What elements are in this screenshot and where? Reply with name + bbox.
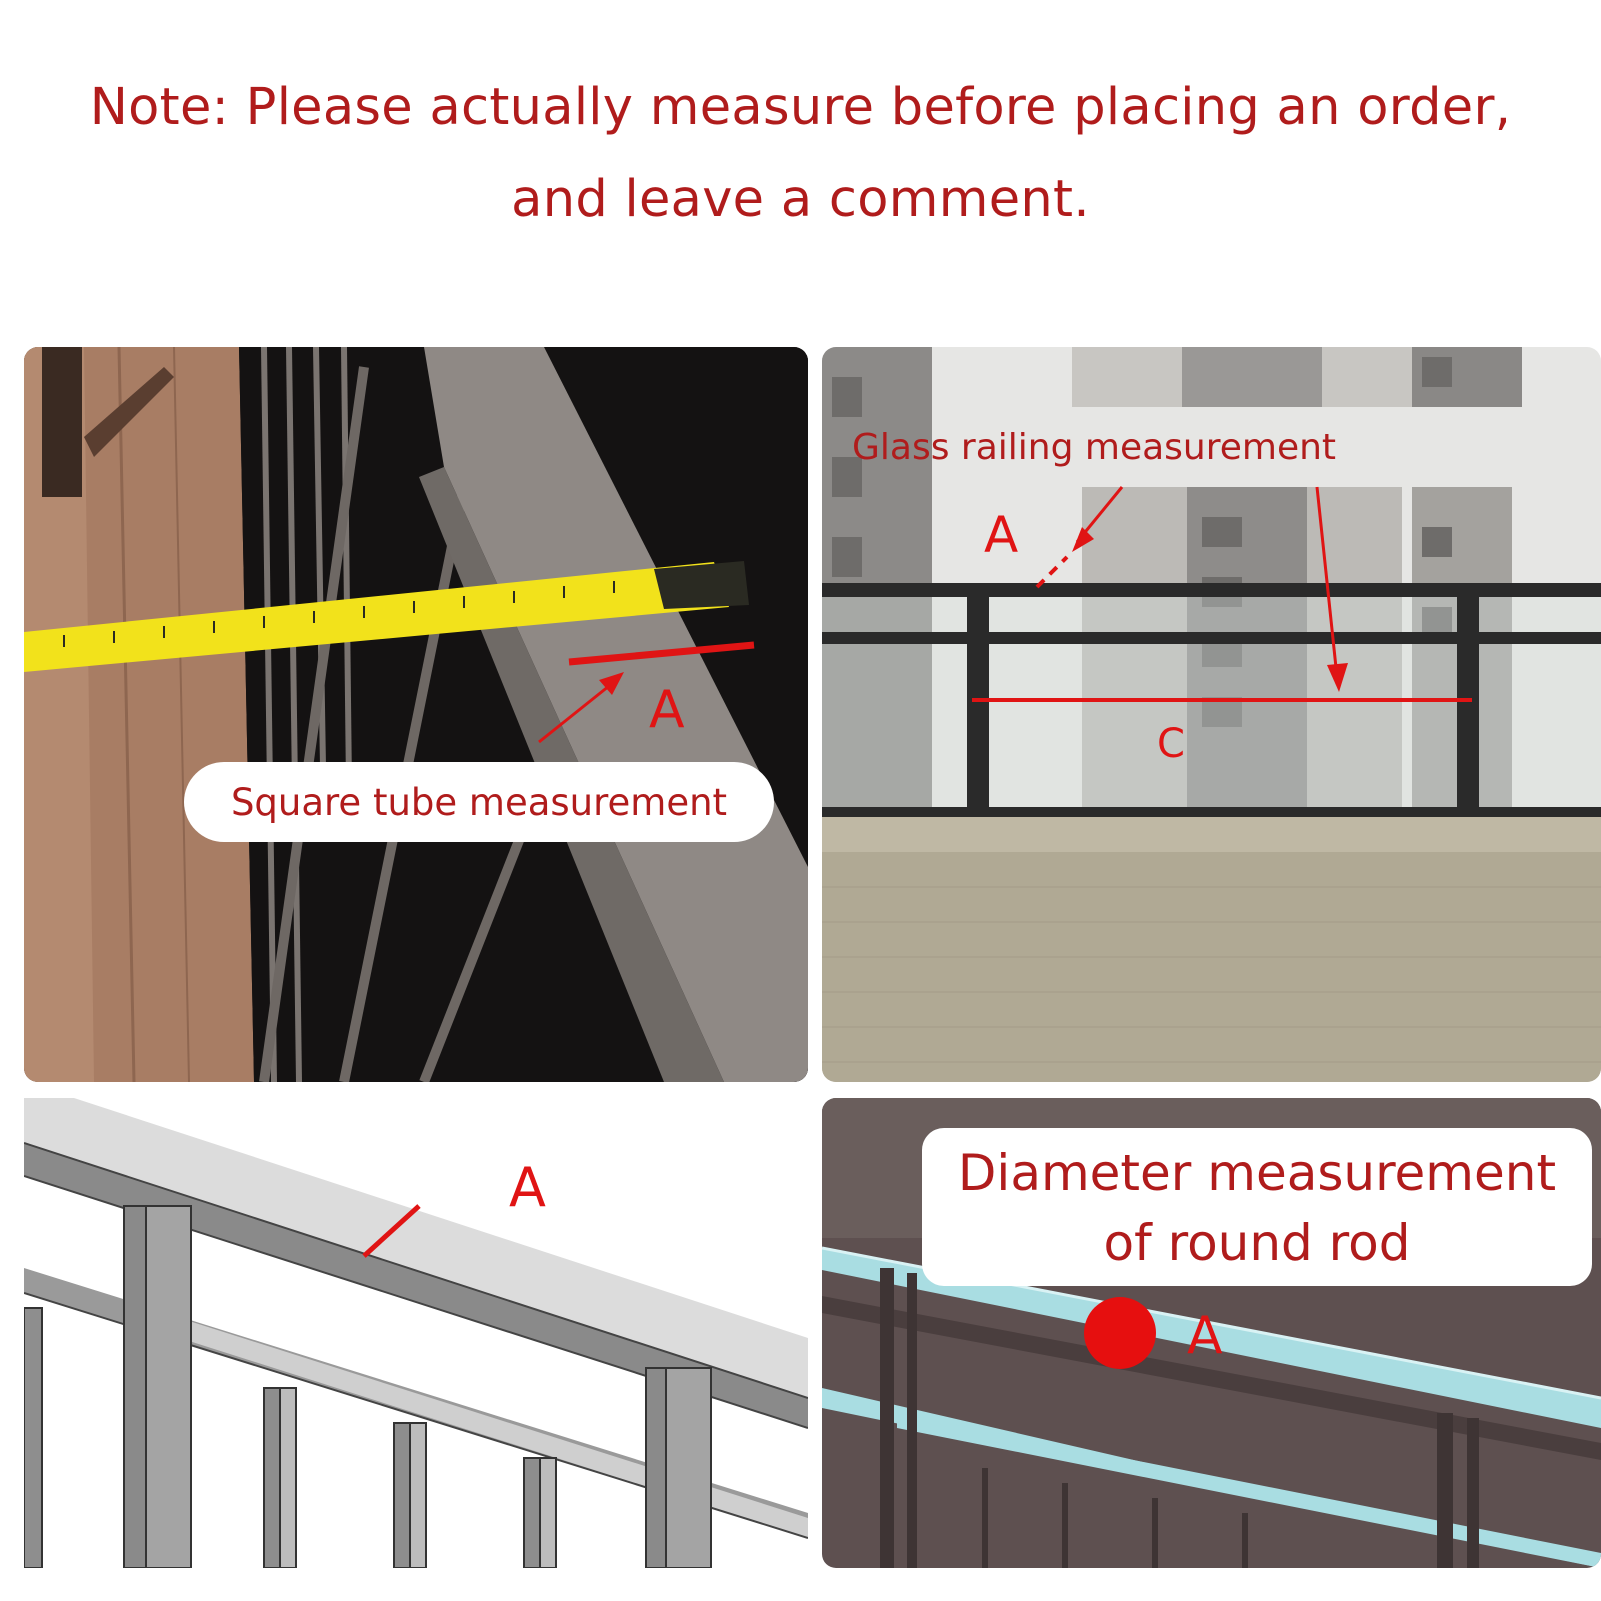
- order-note-line1: Note: Please actually measure before pla…: [89, 78, 1512, 137]
- order-note-line2: and leave a comment.: [511, 170, 1090, 229]
- railing-diagram: A: [24, 1098, 808, 1568]
- round-rod-photo: Diameter measurement of round rod A: [822, 1098, 1601, 1568]
- glass-railing-photo: Glass railing measurement A C: [822, 347, 1601, 1082]
- marker-a: A: [649, 680, 685, 740]
- measure-line-a: [538, 641, 755, 744]
- marker-a: A: [984, 506, 1018, 564]
- order-note: Note: Please actually measure before pla…: [0, 62, 1601, 246]
- marker-a: A: [509, 1156, 546, 1219]
- measure-mark-a: [362, 1204, 421, 1258]
- diameter-marker-dot: [1084, 1297, 1156, 1369]
- round-rod-caption-line2: of round rod: [1104, 1214, 1411, 1272]
- square-tube-caption: Square tube measurement: [231, 781, 727, 824]
- round-rod-caption-line1: Diameter measurement: [958, 1144, 1556, 1202]
- marker-c: C: [1157, 721, 1185, 767]
- measure-marks: [972, 486, 1472, 702]
- glass-railing-caption: Glass railing measurement: [852, 427, 1336, 468]
- marker-a: A: [1187, 1306, 1223, 1366]
- square-tube-photo: A Square tube measurement: [24, 347, 808, 1082]
